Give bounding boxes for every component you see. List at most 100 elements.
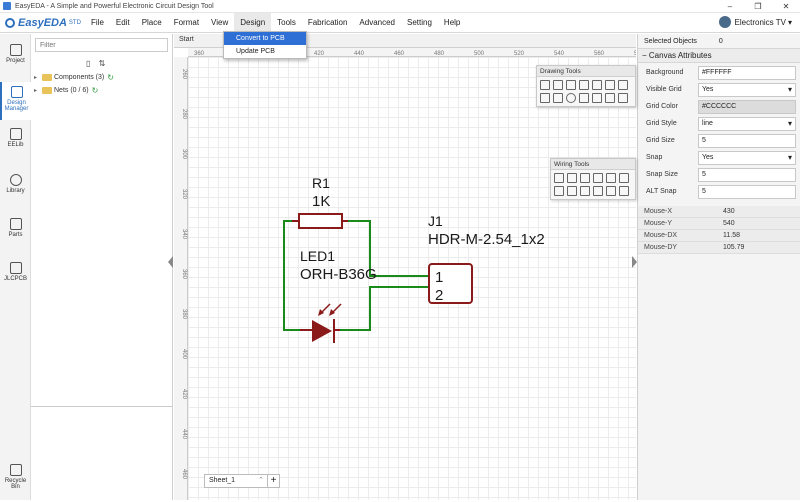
picture-icon[interactable] (592, 93, 602, 103)
trash-icon (9, 464, 22, 476)
mouse-key: Mouse-Y (644, 220, 673, 227)
canvas-attributes-title: Canvas Attributes (648, 51, 712, 60)
nav-parts-label: Parts (8, 232, 23, 238)
group-icon[interactable] (606, 186, 616, 196)
canvas-attributes-header[interactable]: − Canvas Attributes (638, 49, 800, 63)
menu-format[interactable]: Format (173, 17, 200, 27)
schematic-grid[interactable]: R1 1K LED1 ORH-B36G J1 HDR-M-2.54_1x2 1 … (188, 57, 636, 500)
toggle-icon[interactable]: ▯ (86, 59, 91, 68)
add-sheet-button[interactable]: + (268, 474, 280, 488)
menu-design[interactable]: Design (234, 12, 272, 33)
attribute-input[interactable]: #FFFFFF (698, 66, 796, 80)
arc-icon[interactable] (579, 80, 589, 90)
minimize-button[interactable]: – (727, 2, 733, 11)
menu-tools[interactable]: Tools (277, 17, 296, 27)
menu-item-update-pcb[interactable]: Update PCB (236, 48, 275, 55)
wire-led-left[interactable] (283, 243, 300, 331)
wire-r1-left[interactable] (283, 220, 299, 243)
menu-file[interactable]: File (91, 17, 104, 27)
pie-icon[interactable] (579, 93, 589, 103)
nav-library[interactable]: Library (0, 174, 31, 200)
selected-objects-label: Selected Objects (644, 38, 697, 45)
ground-icon[interactable] (606, 173, 616, 183)
refresh-icon[interactable]: ↻ (107, 73, 114, 82)
hand-icon[interactable] (605, 93, 615, 103)
arrow-icon[interactable] (592, 80, 602, 90)
wire-r1-to-j1[interactable] (346, 220, 429, 277)
netflag-vcc-icon[interactable] (554, 186, 564, 196)
tree-item-nets[interactable]: ▸ Nets (0 / 6) ↻ (34, 86, 98, 95)
collapse-right-icon[interactable] (632, 256, 637, 268)
collapse-left-icon[interactable] (168, 256, 173, 268)
window-title: EasyEDA - A Simple and Powerful Electron… (15, 2, 214, 10)
nav-project[interactable]: Project (0, 40, 31, 74)
list-icon (10, 86, 23, 98)
connector-j1[interactable] (428, 263, 473, 304)
drawing-tools-title: Drawing Tools (537, 66, 635, 77)
attribute-select[interactable]: Yes (698, 83, 796, 97)
account-name: Electronics TV (734, 17, 786, 27)
menu-view[interactable]: View (211, 17, 229, 27)
bus-entry-icon[interactable] (580, 173, 590, 183)
attribute-select[interactable]: Yes (698, 151, 796, 165)
menu-fabrication[interactable]: Fabrication (307, 17, 348, 27)
filter-input[interactable] (35, 38, 168, 52)
wire-led-to-j1[interactable] (337, 286, 429, 331)
account-menu[interactable]: Electronics TV ▾ (718, 16, 792, 28)
led-value: ORH-B36G (300, 266, 377, 283)
parts-icon (9, 218, 22, 230)
net-label-icon[interactable] (593, 173, 603, 183)
attribute-input[interactable]: #CCCCCC (698, 100, 796, 114)
project-icon (9, 44, 22, 56)
net-port-icon[interactable] (619, 173, 629, 183)
maximize-button[interactable]: ❐ (754, 2, 762, 11)
rectangle-icon[interactable] (540, 93, 550, 103)
close-button[interactable]: ✕ (782, 2, 790, 11)
tab-start[interactable]: Start (179, 36, 194, 43)
nav-eelib[interactable]: EELib (0, 128, 31, 154)
resistor-r1[interactable] (298, 213, 343, 229)
menu-setting[interactable]: Setting (407, 17, 432, 27)
pencil-icon[interactable] (618, 80, 628, 90)
attribute-input[interactable]: 5 (698, 185, 796, 199)
menu-help[interactable]: Help (443, 17, 461, 27)
menu-advanced[interactable]: Advanced (359, 17, 396, 27)
j1-designator: J1 (428, 213, 443, 229)
crop-icon[interactable] (618, 93, 628, 103)
nav-parts[interactable]: Parts (0, 218, 31, 244)
no-connect-icon[interactable] (580, 186, 590, 196)
nav-recycle-bin[interactable]: Recycle Bin (0, 464, 31, 498)
nav-design-manager[interactable]: Design Manager (0, 82, 31, 120)
voltage-probe-icon[interactable] (567, 186, 577, 196)
text-icon[interactable] (605, 80, 615, 90)
attribute-input[interactable]: 5 (698, 134, 796, 148)
menu-item-convert-to-pcb[interactable]: Convert to PCB (224, 32, 306, 45)
refresh-icon[interactable]: ↻ (91, 86, 99, 95)
tree-item-components[interactable]: ▸ Components (3) ↻ (34, 73, 114, 82)
menu-place[interactable]: Place (141, 17, 162, 27)
panel-divider[interactable] (31, 406, 173, 407)
menu-edit[interactable]: Edit (115, 17, 130, 27)
circle-icon[interactable] (566, 93, 576, 103)
sheet-tab[interactable]: Sheet_1 ⌃ (204, 474, 268, 488)
image-icon[interactable] (540, 80, 550, 90)
wire-tool-icon[interactable] (554, 173, 564, 183)
ungroup-icon[interactable] (619, 186, 629, 196)
ruler-left-label: 460 (181, 469, 187, 480)
nav-jlcpcb[interactable]: JLCPCB (0, 262, 31, 288)
expand-icon[interactable]: ⇅ (98, 59, 106, 68)
polygon-icon[interactable] (553, 93, 563, 103)
led-triangle[interactable] (312, 320, 332, 342)
attribute-select[interactable]: line (698, 117, 796, 131)
design-manager-panel: ▯ ⇅ ▸ Components (3) ↻ ▸ Nets (0 / 6) ↻ (31, 34, 173, 500)
bezier-icon[interactable] (566, 80, 576, 90)
attribute-input[interactable]: 5 (698, 168, 796, 182)
pin-icon[interactable] (593, 186, 603, 196)
nav-jlcpcb-label: JLCPCB (3, 276, 27, 282)
bus-icon[interactable] (567, 173, 577, 183)
wire-icon[interactable] (553, 80, 563, 90)
ruler-left-label: 320 (181, 189, 187, 200)
